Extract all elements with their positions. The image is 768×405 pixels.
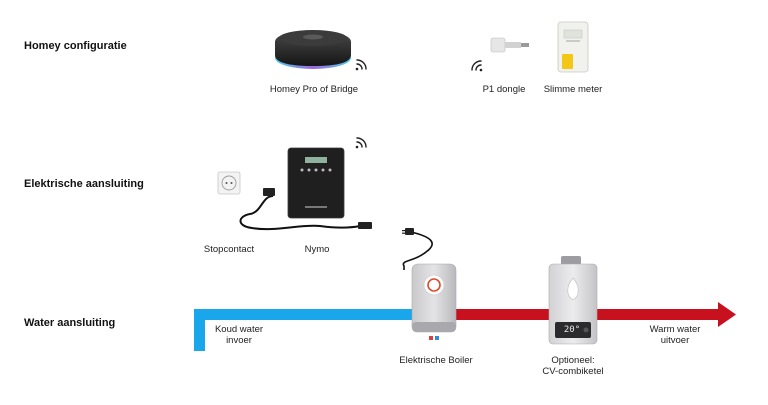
wifi-icon (355, 59, 367, 71)
nymo-device (239, 147, 372, 231)
stopcontact-device (217, 171, 241, 195)
cold-water-pipe (194, 309, 418, 351)
label-warm-water-2: uitvoer (660, 335, 690, 346)
section-title-homey: Homey configuratie (24, 40, 127, 52)
homey-pro-device (275, 30, 351, 69)
boiler-power-cable (402, 228, 433, 270)
caption-nymo: Nymo (304, 244, 330, 255)
caption-cv-line1: Optioneel: (551, 355, 595, 366)
label-koud-water-2: invoer (226, 335, 252, 346)
slimme-meter-device (557, 21, 589, 73)
caption-stopcontact: Stopcontact (203, 244, 255, 255)
caption-slimme-meter: Slimme meter (543, 84, 603, 95)
caption-p1-dongle: P1 dongle (482, 84, 526, 95)
cv-temp-display: 20° (563, 325, 581, 335)
wifi-icon-nymo (355, 137, 367, 149)
caption-cv-line2: CV-combiketel (542, 366, 604, 377)
section-title-water: Water aansluiting (24, 317, 116, 329)
cv-ketel-device (548, 256, 598, 345)
section-title-elektrisch: Elektrische aansluiting (24, 178, 144, 190)
caption-boiler: Elektrische Boiler (399, 355, 473, 366)
signal-icon (471, 60, 483, 72)
p1-dongle-device (490, 37, 529, 53)
boiler-device (411, 263, 457, 340)
caption-homey-pro: Homey Pro of Bridge (269, 84, 359, 95)
label-koud-water-1: Koud water (214, 324, 264, 335)
label-warm-water-1: Warm water (649, 324, 701, 335)
